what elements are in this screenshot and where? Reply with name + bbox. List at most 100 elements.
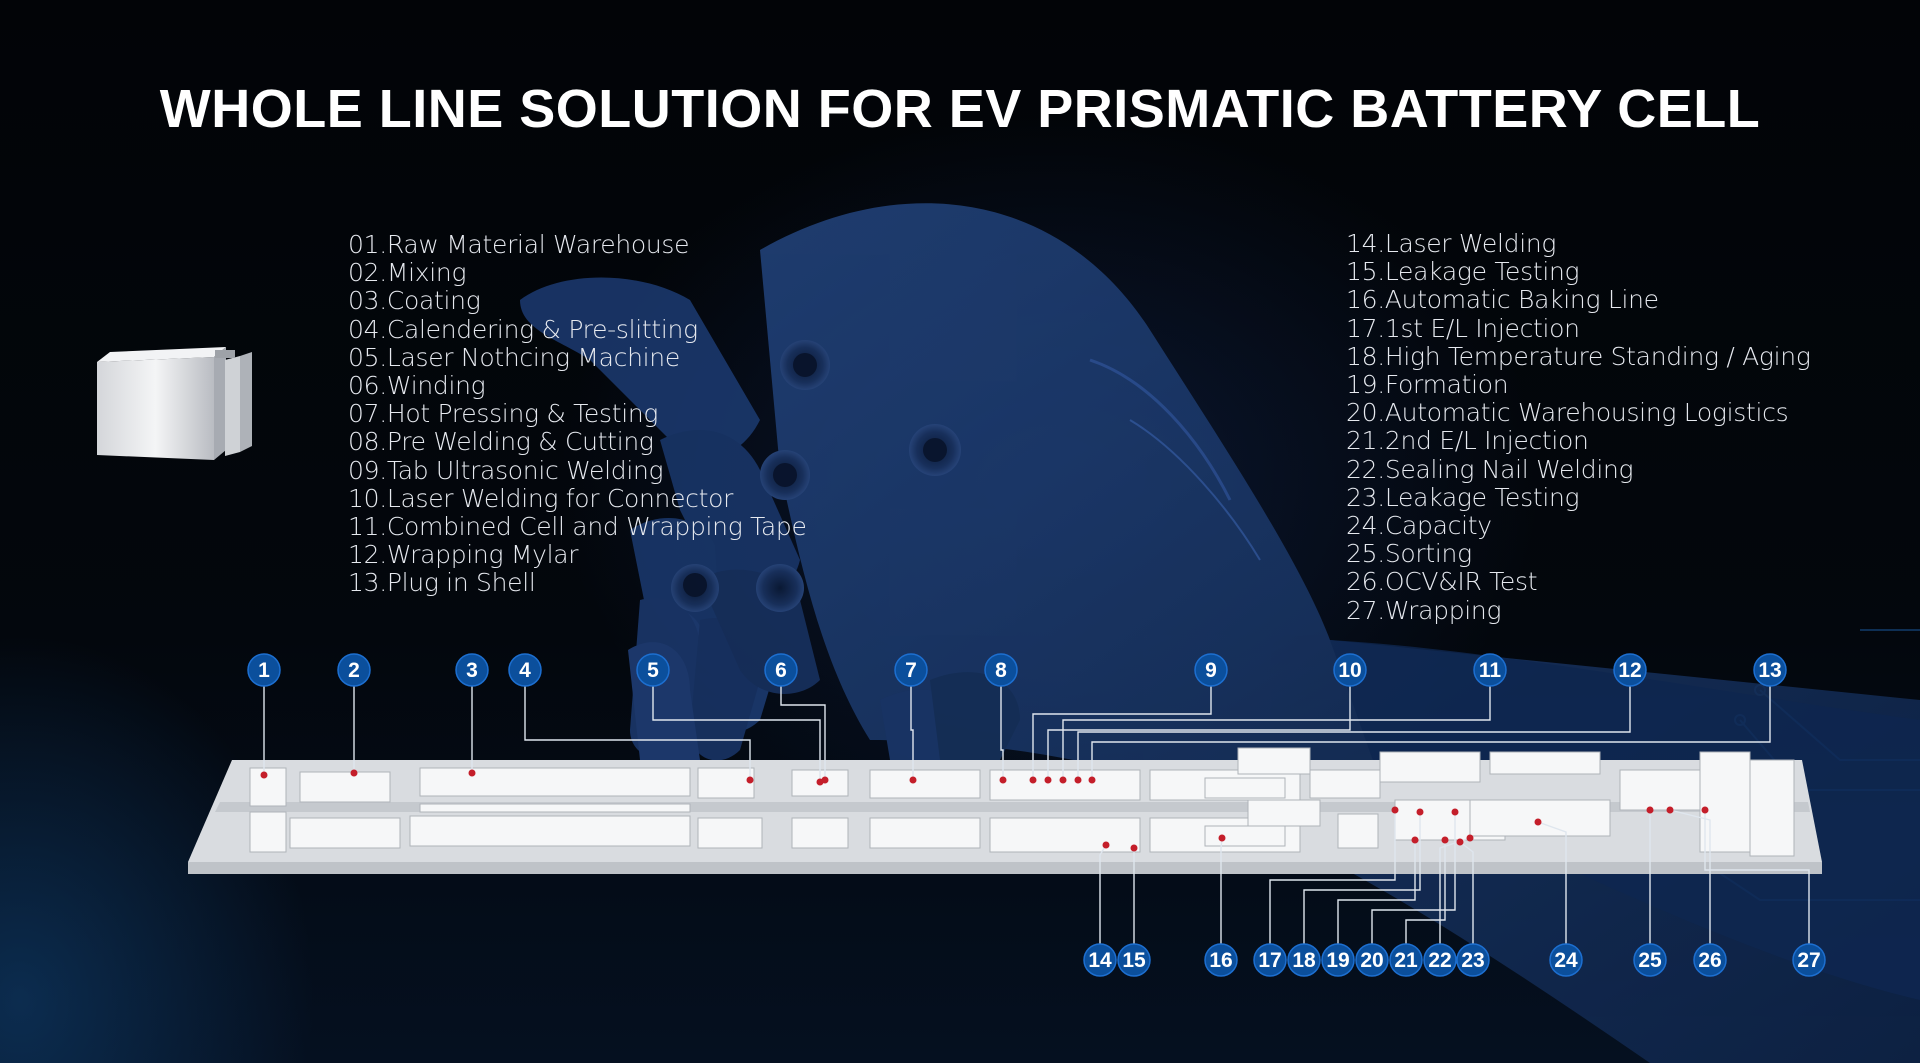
station-badge xyxy=(1117,943,1151,977)
leader-line xyxy=(1047,686,1351,780)
station-dot xyxy=(468,769,476,777)
machine-block xyxy=(697,817,763,849)
station-badge-number: 14 xyxy=(1088,949,1112,972)
process-step: 20.Automatic Warehousing Logistics xyxy=(1346,398,1789,428)
station-badge-number: 22 xyxy=(1428,949,1451,972)
leader-line xyxy=(780,686,826,780)
station-badge-number: 12 xyxy=(1618,659,1641,682)
leader-line xyxy=(1032,686,1212,780)
process-step: 10.Laser Welding for Connector xyxy=(348,483,734,513)
leader-lines xyxy=(263,686,1810,944)
station-dot xyxy=(1666,806,1674,814)
process-step: 15.Leakage Testing xyxy=(1346,257,1580,287)
station-dot xyxy=(1701,806,1709,814)
station-badge xyxy=(1253,943,1287,977)
station-badge xyxy=(1355,943,1389,977)
leader-line xyxy=(1091,686,1771,780)
page-title: WHOLE LINE SOLUTION FOR EV PRISMATIC BAT… xyxy=(159,79,1761,139)
station-dots xyxy=(260,769,1709,852)
machine-blocks xyxy=(249,747,1795,857)
process-step: 05.Laser Nothcing Machine xyxy=(348,342,680,372)
process-step: 07.Hot Pressing & Testing xyxy=(348,399,659,429)
station-dot xyxy=(1391,806,1399,814)
machine-block xyxy=(989,769,1141,801)
station-badge xyxy=(1194,653,1228,687)
station-badge xyxy=(337,653,371,687)
process-step: 21.2nd E/L Injection xyxy=(1346,426,1589,456)
station-dot xyxy=(999,776,1007,784)
station-dot xyxy=(1456,838,1464,846)
process-step: 11.Combined Cell and Wrapping Tape xyxy=(348,512,807,542)
station-badge xyxy=(1693,943,1727,977)
machine-block xyxy=(791,817,849,849)
process-step: 23.Leakage Testing xyxy=(1346,482,1580,512)
machine-block xyxy=(409,815,691,847)
station-badge xyxy=(1204,943,1238,977)
leader-line xyxy=(1062,686,1491,780)
process-step: 02.Mixing xyxy=(348,258,467,288)
process-step: 01.Raw Material Warehouse xyxy=(348,230,690,259)
machine-block xyxy=(869,769,981,799)
process-step: 26.OCV&IR Test xyxy=(1346,567,1538,597)
station-badge xyxy=(1753,653,1787,687)
station-dot xyxy=(1029,776,1037,784)
station-badge-number: 18 xyxy=(1292,949,1316,972)
machine-block xyxy=(1469,799,1611,837)
station-badge xyxy=(636,653,670,687)
machine-block xyxy=(1379,751,1481,783)
leader-line xyxy=(1000,686,1004,780)
station-dot xyxy=(1088,776,1096,784)
machine-block xyxy=(1619,769,1701,811)
leader-line xyxy=(1371,812,1456,944)
process-step: 18.High Temperature Standing / Aging xyxy=(1346,341,1811,371)
station-badge xyxy=(1613,653,1647,687)
machine-block xyxy=(289,817,401,849)
station-badge-number: 2 xyxy=(348,659,360,682)
station-dot xyxy=(350,769,358,777)
station-badge-number: 15 xyxy=(1122,949,1146,972)
station-badge-number: 27 xyxy=(1797,949,1820,972)
station-badge-number: 11 xyxy=(1479,659,1502,682)
station-dot xyxy=(1074,776,1082,784)
process-step: 06.Winding xyxy=(348,371,486,401)
process-step: 25.Sorting xyxy=(1346,539,1472,569)
process-step: 12.Wrapping Mylar xyxy=(348,540,579,570)
station-badge-number: 3 xyxy=(466,659,478,682)
station-badge xyxy=(1792,943,1826,977)
machine-block xyxy=(1204,777,1286,799)
station-dot xyxy=(1441,836,1449,844)
station-dot xyxy=(1059,776,1067,784)
machine-block xyxy=(419,803,691,813)
station-badge xyxy=(1083,943,1117,977)
leader-line xyxy=(1459,841,1474,944)
station-badge-number: 1 xyxy=(258,659,270,682)
leader-line xyxy=(1405,840,1446,944)
machine-block xyxy=(419,767,691,797)
process-step: 13.Plug in Shell xyxy=(348,568,536,598)
machine-block xyxy=(1749,759,1795,857)
process-step: 03.Coating xyxy=(348,286,481,316)
station-badge-number: 19 xyxy=(1326,949,1349,972)
station-dot xyxy=(1466,834,1474,842)
machine-block xyxy=(1237,747,1311,775)
machine-block xyxy=(1699,751,1751,853)
station-badge-number: 5 xyxy=(647,659,659,682)
machine-block xyxy=(1337,813,1379,849)
process-step: 27.Wrapping xyxy=(1346,595,1502,625)
process-step: 04.Calendering & Pre-slitting xyxy=(348,314,698,344)
station-dot xyxy=(1130,844,1138,852)
station-badge xyxy=(1389,943,1423,977)
station-badge xyxy=(984,653,1018,687)
prismatic-cell-illustration xyxy=(97,347,252,460)
process-step: 14.Laser Welding xyxy=(1346,229,1557,258)
station-badge-number: 17 xyxy=(1258,949,1281,972)
process-step: 19.Formation xyxy=(1346,370,1509,400)
machine-block xyxy=(249,811,287,853)
leader-line xyxy=(652,686,821,782)
process-step: 22.Sealing Nail Welding xyxy=(1346,454,1634,484)
station-dot xyxy=(1102,841,1110,849)
leader-line xyxy=(910,686,914,780)
